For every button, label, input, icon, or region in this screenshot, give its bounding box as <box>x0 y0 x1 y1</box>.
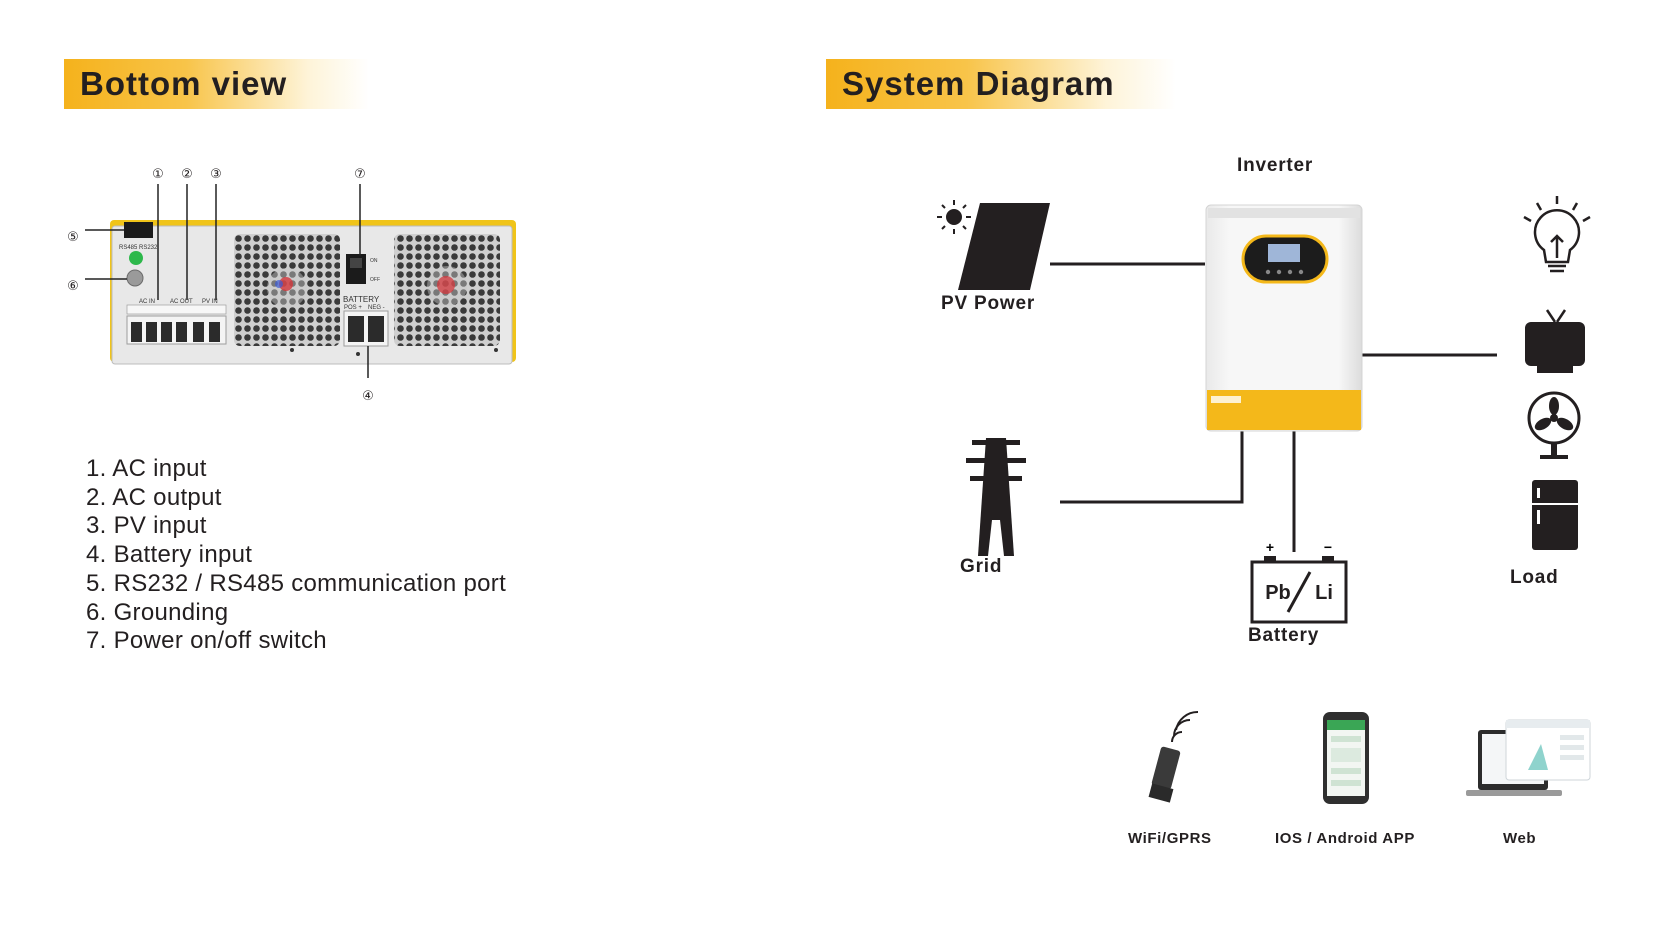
system-diagram-title: System Diagram <box>842 65 1115 102</box>
legend-item-grounding: 6. Grounding <box>86 598 229 626</box>
neg-text: NEG - <box>368 305 385 311</box>
callout-7: ⑦ <box>354 167 366 182</box>
status-led <box>129 251 143 265</box>
ac-out-text: AC OUT <box>170 299 193 305</box>
lightbulb-icon <box>1523 196 1591 273</box>
bottom-view-header: Bottom view <box>64 59 369 109</box>
system-diagram-header: System Diagram <box>826 59 1176 109</box>
callout-2: ② <box>181 167 193 182</box>
callout-numbers: ① ② ③ ④ ⑤ ⑥ ⑦ <box>67 167 374 404</box>
fan-icon <box>1527 391 1581 459</box>
callout-6: ⑥ <box>67 279 79 294</box>
web-dashboard-icon <box>1466 719 1591 796</box>
tv-icon <box>1525 309 1585 373</box>
legend-item-power-switch: 7. Power on/off switch <box>86 627 327 655</box>
inverter-unit <box>1205 204 1363 432</box>
sun-icon <box>937 200 971 234</box>
callout-3: ③ <box>210 167 222 182</box>
battery-icon: + − Pb Li <box>1250 539 1348 624</box>
pos-text: POS + <box>344 305 362 311</box>
off-text: OFF <box>370 277 380 283</box>
svg-text:−: − <box>1324 539 1332 555</box>
ground-screw <box>126 269 144 287</box>
load-label: Load <box>1510 567 1559 588</box>
svg-text:+: + <box>1266 539 1274 555</box>
callout-lines <box>85 184 369 378</box>
legend-item-ac-input: 1. AC input <box>86 455 207 482</box>
callout-1: ① <box>152 167 164 182</box>
battery-li-text: Li <box>1315 582 1333 604</box>
panel-labels: RS485 RS232 AC IN AC OUT PV IN BATTERY P… <box>119 245 385 311</box>
inverter-bottom-panel <box>110 220 516 365</box>
on-text: ON <box>370 258 378 264</box>
comm-port <box>124 222 153 238</box>
legend-item-ac-output: 2. AC output <box>86 483 222 511</box>
comm-port-text: RS485 RS232 <box>119 245 158 251</box>
smartphone-icon <box>1323 712 1369 804</box>
fridge-icon <box>1532 480 1578 550</box>
legend-item-battery-input: 4. Battery input <box>86 541 253 569</box>
pv-power-label: PV Power <box>941 293 1036 314</box>
pv-in-text: PV IN <box>202 299 218 305</box>
legend-item-pv-input: 3. PV input <box>86 512 207 540</box>
battery-text: BATTERY <box>343 295 380 304</box>
callout-5: ⑤ <box>67 230 79 245</box>
inverter-label: Inverter <box>1237 155 1314 176</box>
mobile-app-label: IOS / Android APP <box>1275 830 1415 847</box>
port-legend: 1. AC input 2. AC output 3. PV input 4. … <box>86 455 506 656</box>
callout-4: ④ <box>362 389 374 404</box>
wifi-gprs-label: WiFi/GPRS <box>1128 830 1212 847</box>
web-label: Web <box>1503 830 1537 847</box>
connection-lines <box>1050 262 1497 552</box>
legend-item-comm-port: 5. RS232 / RS485 communication port <box>86 569 507 597</box>
ac-in-text: AC IN <box>139 299 155 305</box>
grid-pylon-icon <box>966 438 1026 556</box>
pv-panel <box>958 203 1050 290</box>
battery-pb-text: Pb <box>1265 582 1291 604</box>
bottom-view-title: Bottom view <box>80 65 288 102</box>
battery-label: Battery <box>1248 625 1320 646</box>
grid-label: Grid <box>960 556 1003 577</box>
wifi-dongle-icon <box>1148 710 1199 803</box>
